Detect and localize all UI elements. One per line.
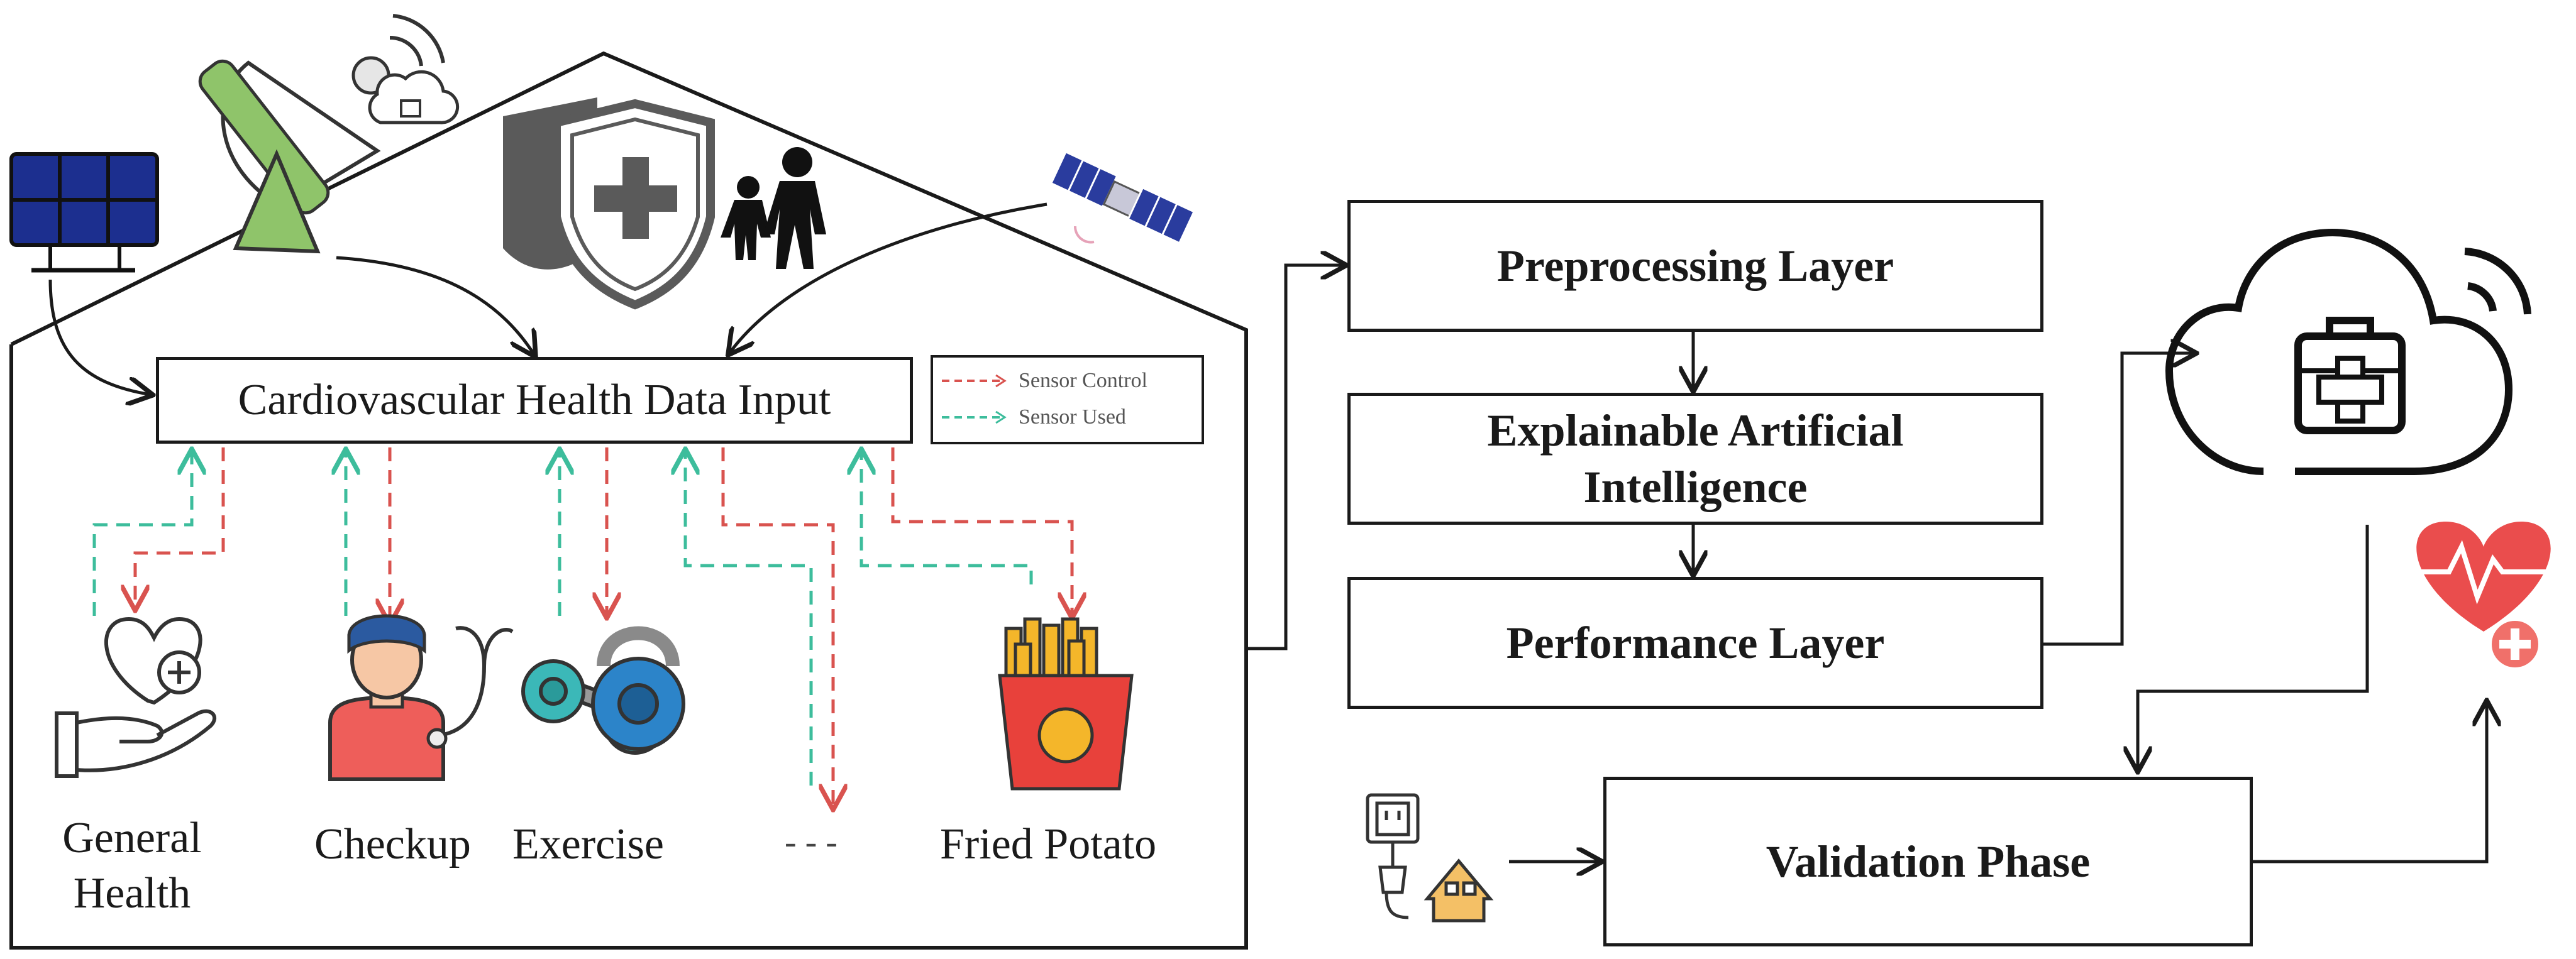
legend: Sensor Control Sensor Used: [931, 355, 1204, 444]
label-checkup: Checkup: [314, 820, 471, 869]
arrow-cloud-to-validation: [2138, 525, 2369, 770]
solar-panel-icon: [9, 152, 159, 273]
validation-phase-box: Validation Phase: [1603, 777, 2253, 946]
doctor-icon: [328, 614, 514, 781]
family-icon: [721, 147, 826, 269]
kettlebell-icon: [591, 626, 685, 751]
legend-label-used: Sensor Used: [1019, 405, 1126, 429]
arrow-satellite-to-input: [729, 202, 1048, 353]
sensor-control-lines: [135, 447, 1072, 808]
satellite-dish-icon: [198, 14, 460, 254]
arrow-solar-to-input: [48, 279, 151, 395]
arrow-perf-to-cloud: [2043, 353, 2194, 646]
legend-label-control: Sensor Control: [1019, 369, 1147, 392]
heart-care-icon: [55, 616, 216, 778]
legend-swatch-used: [942, 410, 1007, 424]
satellite-icon: [1049, 150, 1196, 244]
arrow-dish-to-input: [336, 256, 534, 355]
legend-item-used: Sensor Used: [942, 405, 1126, 429]
security-shield-icon: [503, 97, 715, 310]
cloud-medical-icon: [2165, 228, 2531, 475]
arrow-house-to-preprocessing: [1246, 265, 1344, 650]
label-ellipsis: - - -: [785, 823, 837, 862]
arrow-validation-to-heart: [2253, 703, 2487, 863]
smart-home-plug-icon: [1366, 793, 1494, 923]
fries-icon: [998, 617, 1134, 791]
input-box: Cardiovascular Health Data Input: [156, 357, 913, 444]
label-general-health: General Health: [62, 814, 202, 918]
xai-layer-box: Explainable Artificial Intelligence: [1347, 393, 2043, 525]
label-exercise: Exercise: [512, 820, 664, 869]
preprocessing-layer-box: Preprocessing Layer: [1347, 200, 2043, 332]
performance-layer-box: Performance Layer: [1347, 577, 2043, 709]
sensor-used-lines: [92, 451, 1033, 786]
heart-plus-icon: [2414, 522, 2553, 671]
legend-swatch-control: [942, 374, 1007, 388]
label-fried-potato: Fried Potato: [940, 820, 1157, 869]
legend-item-control: Sensor Control: [942, 369, 1147, 393]
